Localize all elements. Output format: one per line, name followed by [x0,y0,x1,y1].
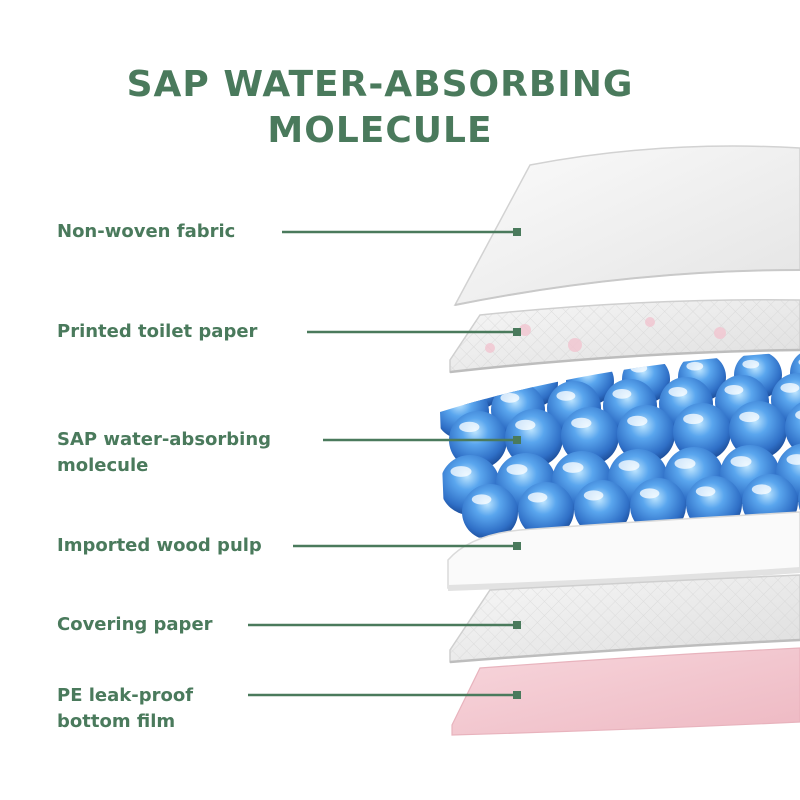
sap-sphere-highlight [574,366,591,375]
sap-sphere-highlight [459,422,479,432]
sap-sphere-highlight [742,360,759,369]
title-line-1: SAP WATER-ABSORBING [60,62,700,108]
sap-sphere-highlight [780,383,799,393]
sap-sphere-highlight [563,462,584,473]
sap-sphere-highlight [739,412,759,422]
sap-sphere-highlight [612,389,631,399]
label-sap-molecule: SAP water-absorbing molecule [57,427,271,479]
label-pe-film: PE leak-proof bottom film [57,683,193,735]
sap-sphere-highlight [731,456,752,467]
non-woven-fabric-layer [455,146,800,305]
sap-molecule-layer [435,349,800,540]
label-printed-toilet-paper: Printed toilet paper [57,319,257,345]
sap-sphere-highlight [724,385,743,395]
sap-sphere-highlight [696,486,716,496]
page-title: SAP WATER-ABSORBING MOLECULE [60,62,700,154]
sap-sphere-highlight [584,490,604,500]
label-covering-paper: Covering paper [57,612,213,638]
title-line-2: MOLECULE [60,108,700,154]
sap-sphere-highlight [444,395,463,405]
sap-sphere-highlight [619,460,640,471]
sap-sphere-highlight [627,416,647,426]
sap-sphere-highlight [571,418,591,428]
sap-sphere-highlight [668,387,687,397]
sap-sphere-highlight [752,484,772,494]
sap-sphere-highlight [472,494,492,504]
sap-sphere-highlight [675,458,696,469]
sap-sphere-highlight [630,364,647,373]
sap-sphere-highlight [500,393,519,403]
pe-film-layer [452,648,800,735]
sap-sphere-highlight [686,362,703,371]
sap-sphere-highlight [556,391,575,401]
leader-line-non-woven-fabric [282,228,521,236]
sap-sphere-highlight [515,420,535,430]
label-non-woven-fabric: Non-woven fabric [57,219,235,245]
sap-sphere-highlight [640,488,660,498]
sap-sphere-highlight [528,492,548,502]
sap-sphere-highlight [518,368,535,377]
sap-sphere-highlight [683,414,703,424]
label-wood-pulp: Imported wood pulp [57,533,262,559]
sap-sphere-highlight [451,466,472,477]
sap-sphere-highlight [507,464,528,475]
